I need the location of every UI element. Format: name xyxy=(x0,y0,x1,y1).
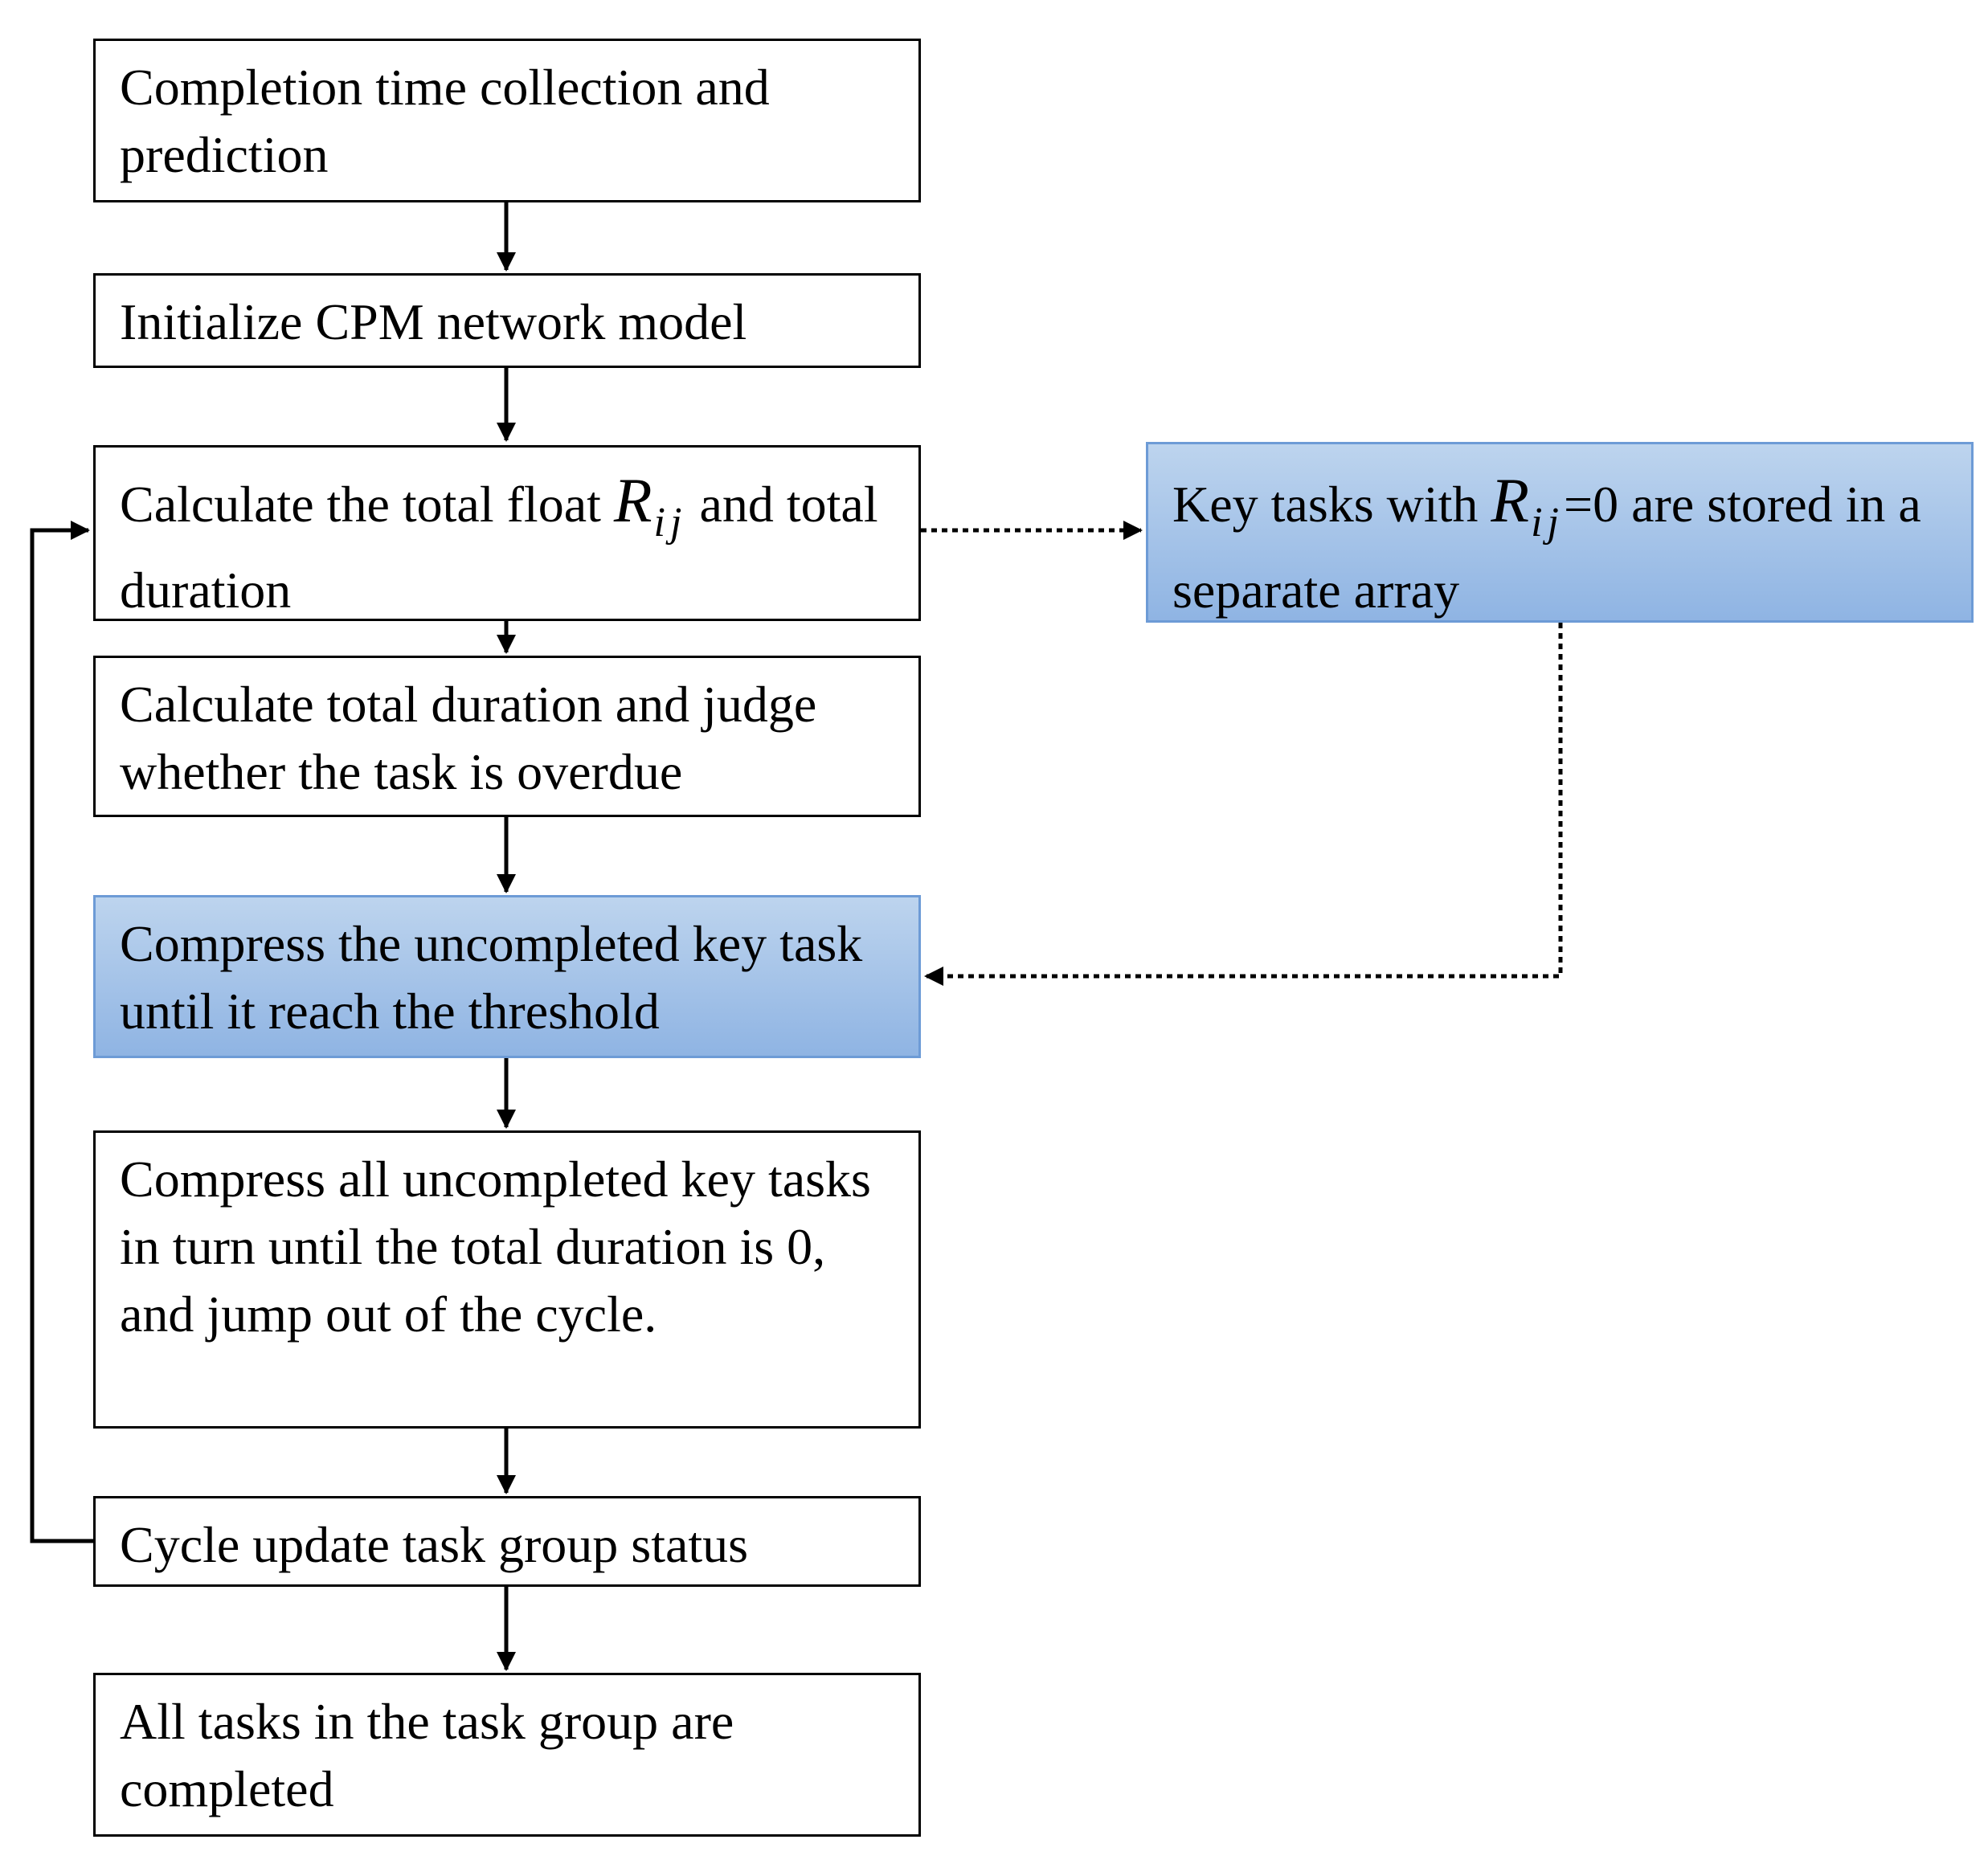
float-symbol: Rij xyxy=(613,465,687,546)
step-cycle-update-label: Cycle update task group status xyxy=(120,1516,749,1573)
step-calc-float-label-a: Calculate the total float xyxy=(120,476,614,533)
step-all-completed-label: All tasks in the task group are complete… xyxy=(120,1693,734,1817)
step-all-completed: All tasks in the task group are complete… xyxy=(93,1673,921,1837)
step-calc-float: Calculate the total float Rij and total … xyxy=(93,445,921,621)
step-compress-key-task: Compress the uncompleted key task until … xyxy=(93,895,921,1058)
step-calc-float-label-b: and total duration xyxy=(120,476,878,619)
step-judge-overdue-label: Calculate total duration and judge wheth… xyxy=(120,676,817,800)
step-compress-all: Compress all uncompleted key tasks in tu… xyxy=(93,1130,921,1429)
key-tasks-array: Key tasks with Rij=0 are stored in a sep… xyxy=(1146,442,1974,623)
step-collect-predict-label: Completion time collection and predictio… xyxy=(120,59,770,183)
step-init-cpm-label: Initialize CPM network model xyxy=(120,293,747,350)
key-tasks-array-label-a: Key tasks with xyxy=(1172,476,1491,533)
key-tasks-array-label-b: =0 are stored in a separate array xyxy=(1172,476,1921,619)
key-float-symbol: Rij xyxy=(1491,465,1564,546)
dotted-arrow-key-tasks-to-compress xyxy=(924,623,1563,986)
step-compress-key-task-label: Compress the uncompleted key task until … xyxy=(120,915,863,1040)
step-compress-all-label: Compress all uncompleted key tasks in tu… xyxy=(120,1151,871,1343)
step-judge-overdue: Calculate total duration and judge wheth… xyxy=(93,656,921,817)
step-collect-predict: Completion time collection and predictio… xyxy=(93,39,921,202)
step-cycle-update: Cycle update task group status xyxy=(93,1496,921,1587)
step-init-cpm: Initialize CPM network model xyxy=(93,273,921,368)
loop-back-arrow xyxy=(30,521,95,1543)
